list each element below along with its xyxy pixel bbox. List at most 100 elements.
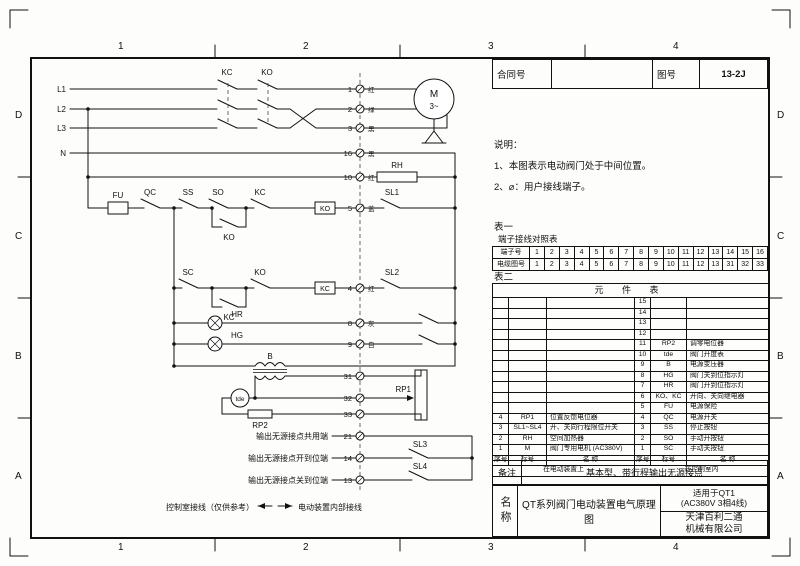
- close-holding-contact: [211, 287, 247, 308]
- feedback-pot: [414, 369, 428, 421]
- zone-label: 4: [673, 542, 679, 553]
- zone-label: 1: [118, 542, 124, 553]
- motor: [413, 78, 455, 144]
- svg-text:21: 21: [344, 432, 352, 441]
- cable-number-cell: 12: [692, 258, 709, 271]
- left-name-cell: [546, 307, 635, 319]
- power-switch-label: QC: [144, 188, 156, 197]
- cable-number-cell: 31: [722, 258, 739, 271]
- zone-label: 2: [303, 41, 309, 52]
- zone-label: A: [777, 471, 784, 482]
- left-seq-cell: [492, 297, 509, 309]
- remark-text: 基本型、带行程输出无源接点: [585, 468, 703, 478]
- left-name-cell: [546, 360, 635, 372]
- right-seq-cell: 5: [634, 402, 651, 414]
- open-lamp-label: HR: [231, 310, 243, 319]
- svg-text:9: 9: [348, 340, 352, 349]
- left-seq-cell: [492, 307, 509, 319]
- company-name: 天津百利二通 机械有限公司: [685, 512, 743, 535]
- left-code-cell: RP1: [508, 412, 547, 424]
- right-code-cell: KO、KC: [650, 391, 687, 403]
- junction-dots: [86, 107, 474, 460]
- stop-button-label: SS: [183, 188, 194, 197]
- phase-l1-label: L1: [57, 85, 66, 94]
- cable-number-cell: 5: [588, 258, 605, 271]
- svg-text:红: 红: [368, 85, 375, 94]
- zone-label: D: [15, 110, 23, 121]
- right-name-cell: 手动开按钮: [685, 433, 770, 445]
- right-code-cell: QC: [650, 412, 687, 424]
- terminal-number-cell: 13: [707, 246, 724, 259]
- zone-label: 3: [488, 41, 494, 52]
- left-seq-cell: [492, 391, 509, 403]
- drawing-no-value: 13-2J: [721, 68, 746, 80]
- left-code-cell: [508, 297, 547, 309]
- contact-linkage: [227, 83, 269, 125]
- left-seq-cell: [492, 360, 509, 372]
- open-coil-label: KO: [320, 206, 331, 213]
- left-code-cell: SL1~SL4: [508, 423, 547, 435]
- svg-text:33: 33: [344, 410, 352, 419]
- right-seq-cell: 1: [634, 444, 651, 456]
- right-seq-cell: 13: [634, 318, 651, 330]
- terminal-row-label: 端子号: [492, 246, 530, 259]
- right-code-cell: [650, 318, 687, 330]
- right-seq-cell: 9: [634, 360, 651, 372]
- cable-number-cell: 9: [648, 258, 664, 271]
- svg-text:31: 31: [344, 372, 352, 381]
- transformer-primary: [254, 362, 286, 367]
- right-code-cell: FU: [650, 402, 687, 414]
- open-limit-label: SL1: [385, 188, 400, 197]
- component-row: 11 RP2 调零电位器: [492, 339, 770, 351]
- left-name-cell: [546, 328, 635, 340]
- transformer-secondary: [254, 375, 286, 380]
- right-seq-cell: 11: [634, 339, 651, 351]
- left-code-cell: [508, 318, 547, 330]
- header-strip: 合同号 图号 13-2J: [492, 59, 768, 89]
- right-code-cell: HR: [650, 381, 687, 393]
- left-seq-cell: [492, 402, 509, 414]
- motor-label: M: [430, 89, 438, 100]
- table2-caption: 表二: [494, 272, 514, 283]
- cable-number-cell: 8: [633, 258, 649, 271]
- note-line: 2、⌀：用户接线端子。: [494, 181, 591, 193]
- left-seq-cell: 4: [492, 412, 509, 424]
- right-code-cell: SS: [650, 423, 687, 435]
- meter-label: tde: [235, 396, 244, 403]
- terminal-number-cell: 15: [737, 246, 754, 259]
- zone-label: 1: [118, 41, 124, 52]
- svg-text:灰: 灰: [368, 319, 375, 328]
- transformer-meter-circuit: [173, 362, 456, 421]
- left-name-cell: [546, 370, 635, 382]
- cable-number-cell: 7: [618, 258, 635, 271]
- left-code-cell: [508, 402, 547, 414]
- cable-row-label: 电缆图号: [492, 258, 530, 271]
- close-limit-label: SL2: [385, 268, 400, 277]
- left-name-cell: [546, 297, 635, 309]
- right-seq-cell: 4: [634, 412, 651, 424]
- left-name-cell: [546, 391, 635, 403]
- close-lamp-label: HG: [231, 331, 243, 340]
- right-code-cell: [650, 297, 687, 309]
- svg-text:绿: 绿: [368, 105, 375, 114]
- right-name-cell: [685, 318, 770, 330]
- circuit-diagram: 1红 2绿 3黑 16黑 10红 5蓝 4红 8灰 9白 31: [57, 68, 474, 512]
- phase-crossover: [289, 108, 448, 129]
- note-line: 1、本图表示电动阀门处于中间位置。: [494, 160, 652, 172]
- left-code-cell: [508, 360, 547, 372]
- right-seq-cell: 6: [634, 391, 651, 403]
- component-row: 14: [492, 307, 770, 319]
- output-close-label: 输出无源接点关到位端: [248, 475, 328, 485]
- cable-number-cell: 33: [752, 258, 768, 271]
- control-room-wiring-label: 控制室接线（仅供参考）: [166, 502, 254, 512]
- passive-output-contacts: [331, 435, 473, 481]
- heater-label: RH: [391, 161, 403, 170]
- svg-text:红: 红: [368, 284, 375, 293]
- contract-no-value: [552, 60, 653, 88]
- zero-pot-label: RP2: [252, 421, 268, 430]
- indicator-lamps: [173, 313, 456, 352]
- svg-text:2: 2: [348, 105, 352, 114]
